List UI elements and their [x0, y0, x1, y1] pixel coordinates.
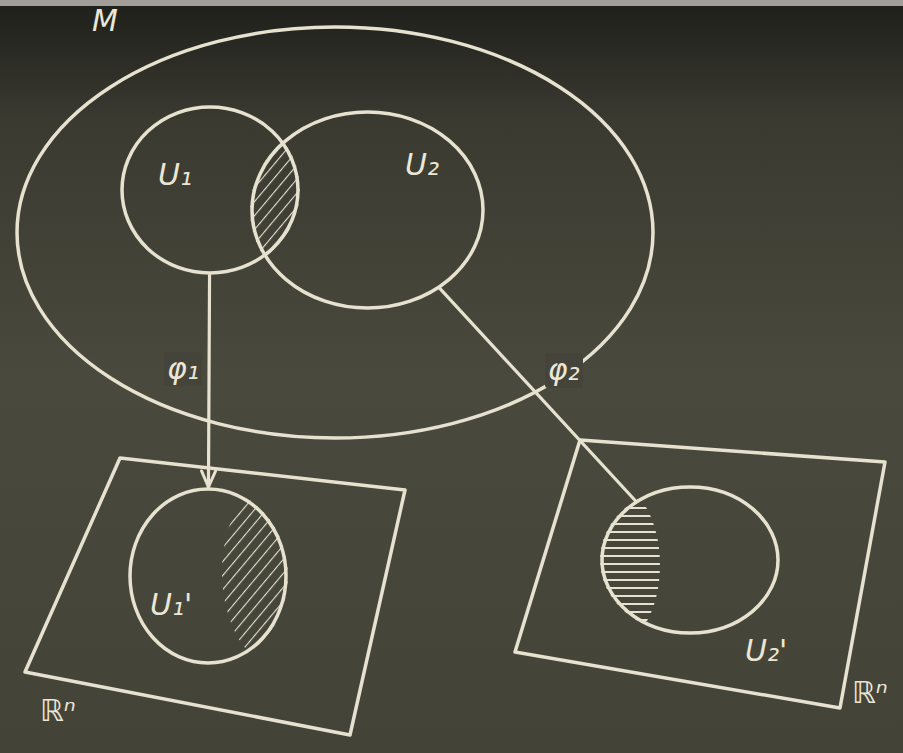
hatched-overlap [120, 105, 300, 275]
region-outline-svg [120, 105, 300, 275]
chalk-label: ℝⁿ [40, 694, 76, 729]
hatched-overlap-image [600, 485, 780, 635]
plane-outline [25, 458, 405, 735]
hatched-overlap-image [128, 487, 288, 665]
region-outline [122, 107, 298, 273]
region-outline-svg [600, 485, 780, 635]
map-label: φ₁ [164, 352, 202, 387]
chart-domain: U₁ [120, 105, 300, 275]
manifold-region: U₁U₂M [15, 25, 655, 440]
euclidean-plane: U₂' ℝⁿ [515, 440, 885, 708]
chart-map-arrow [208, 275, 209, 487]
region-outline-svg [15, 25, 655, 440]
chalk-label: U₂' [745, 634, 787, 669]
chart-image: U₂' [600, 485, 780, 635]
region-outline-svg [128, 487, 288, 665]
chalk-label: U₁ [158, 158, 192, 193]
euclidean-plane: U₁' ℝⁿ [25, 458, 405, 735]
chalk-label: M [92, 4, 118, 39]
region-outline [130, 489, 286, 663]
chalk-label: U₁' [150, 588, 192, 623]
region-outline [602, 487, 778, 633]
board-top-edge [0, 0, 903, 6]
chart-image: U₁' [128, 487, 288, 665]
chart-domain: U₂ [250, 110, 485, 310]
chalk-label: U₂ [405, 148, 439, 183]
region-outline [17, 27, 653, 438]
chart-map-arrow [440, 289, 635, 501]
region-outline [252, 112, 483, 308]
plane-outline-svg [25, 458, 405, 735]
region-outline-svg [250, 110, 485, 310]
chalk-label: ℝⁿ [852, 676, 888, 711]
plane-outline-svg [515, 440, 885, 708]
plane-outline [515, 440, 885, 708]
